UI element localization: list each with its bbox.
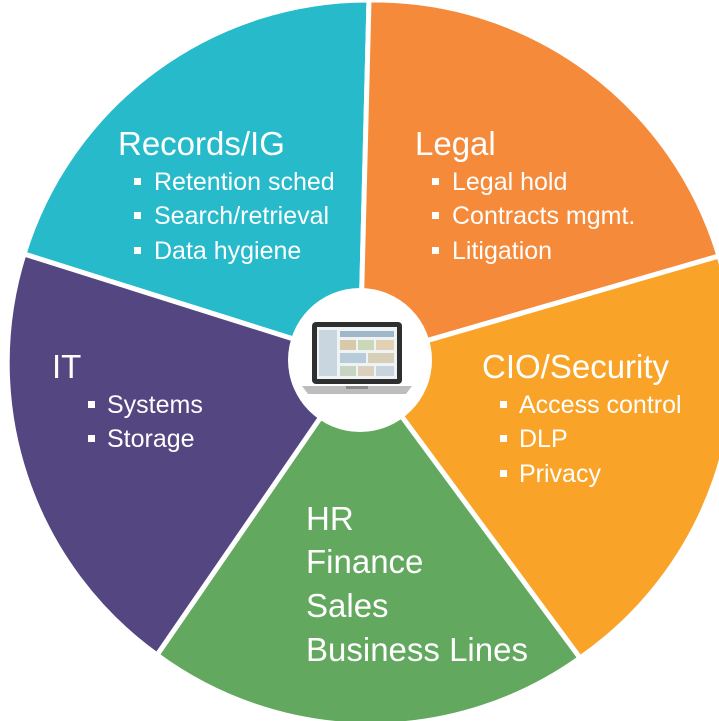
records-ig-bullet: Search/retrieval: [154, 202, 329, 230]
bullet-icon: [88, 401, 95, 408]
bullet-icon: [88, 435, 95, 442]
bullet-icon: [432, 247, 439, 254]
cio-security-bullet: Privacy: [519, 460, 601, 488]
records-ig-bullet: Data hygiene: [154, 237, 301, 265]
cio-security-segment: [355, 253, 719, 662]
business-line: Finance: [306, 543, 423, 580]
bullet-icon: [432, 212, 439, 219]
business-lines-segment: [153, 355, 584, 721]
records-ig-segment: [20, 0, 372, 364]
records-ig-bullet: Retention sched: [154, 168, 335, 196]
it-segment: [4, 250, 364, 659]
bullet-icon: [500, 435, 507, 442]
bullet-icon: [500, 401, 507, 408]
business-line: Sales: [306, 587, 389, 624]
legal-segment: [357, 0, 719, 364]
bullet-icon: [500, 470, 507, 477]
bullet-icon: [134, 247, 141, 254]
business-line: HR: [306, 500, 354, 537]
business-line: Business Lines: [306, 631, 528, 668]
cio-security-title: CIO/Security: [482, 348, 670, 385]
cio-security-bullet: Access control: [519, 391, 682, 419]
records-ig-title: Records/IG: [118, 125, 285, 162]
bullet-icon: [134, 212, 141, 219]
bullet-icon: [134, 178, 141, 185]
it-bullet: Storage: [107, 425, 195, 453]
bullet-icon: [432, 178, 439, 185]
it-title: IT: [52, 348, 81, 385]
legal-bullet: Legal hold: [452, 168, 567, 196]
legal-bullet: Litigation: [452, 237, 552, 265]
legal-title: Legal: [415, 125, 496, 162]
legal-bullet: Contracts mgmt.: [452, 202, 635, 230]
it-bullet: Systems: [107, 391, 203, 419]
laptop-dashboard-icon: [302, 322, 412, 394]
cio-security-bullet: DLP: [519, 425, 568, 453]
